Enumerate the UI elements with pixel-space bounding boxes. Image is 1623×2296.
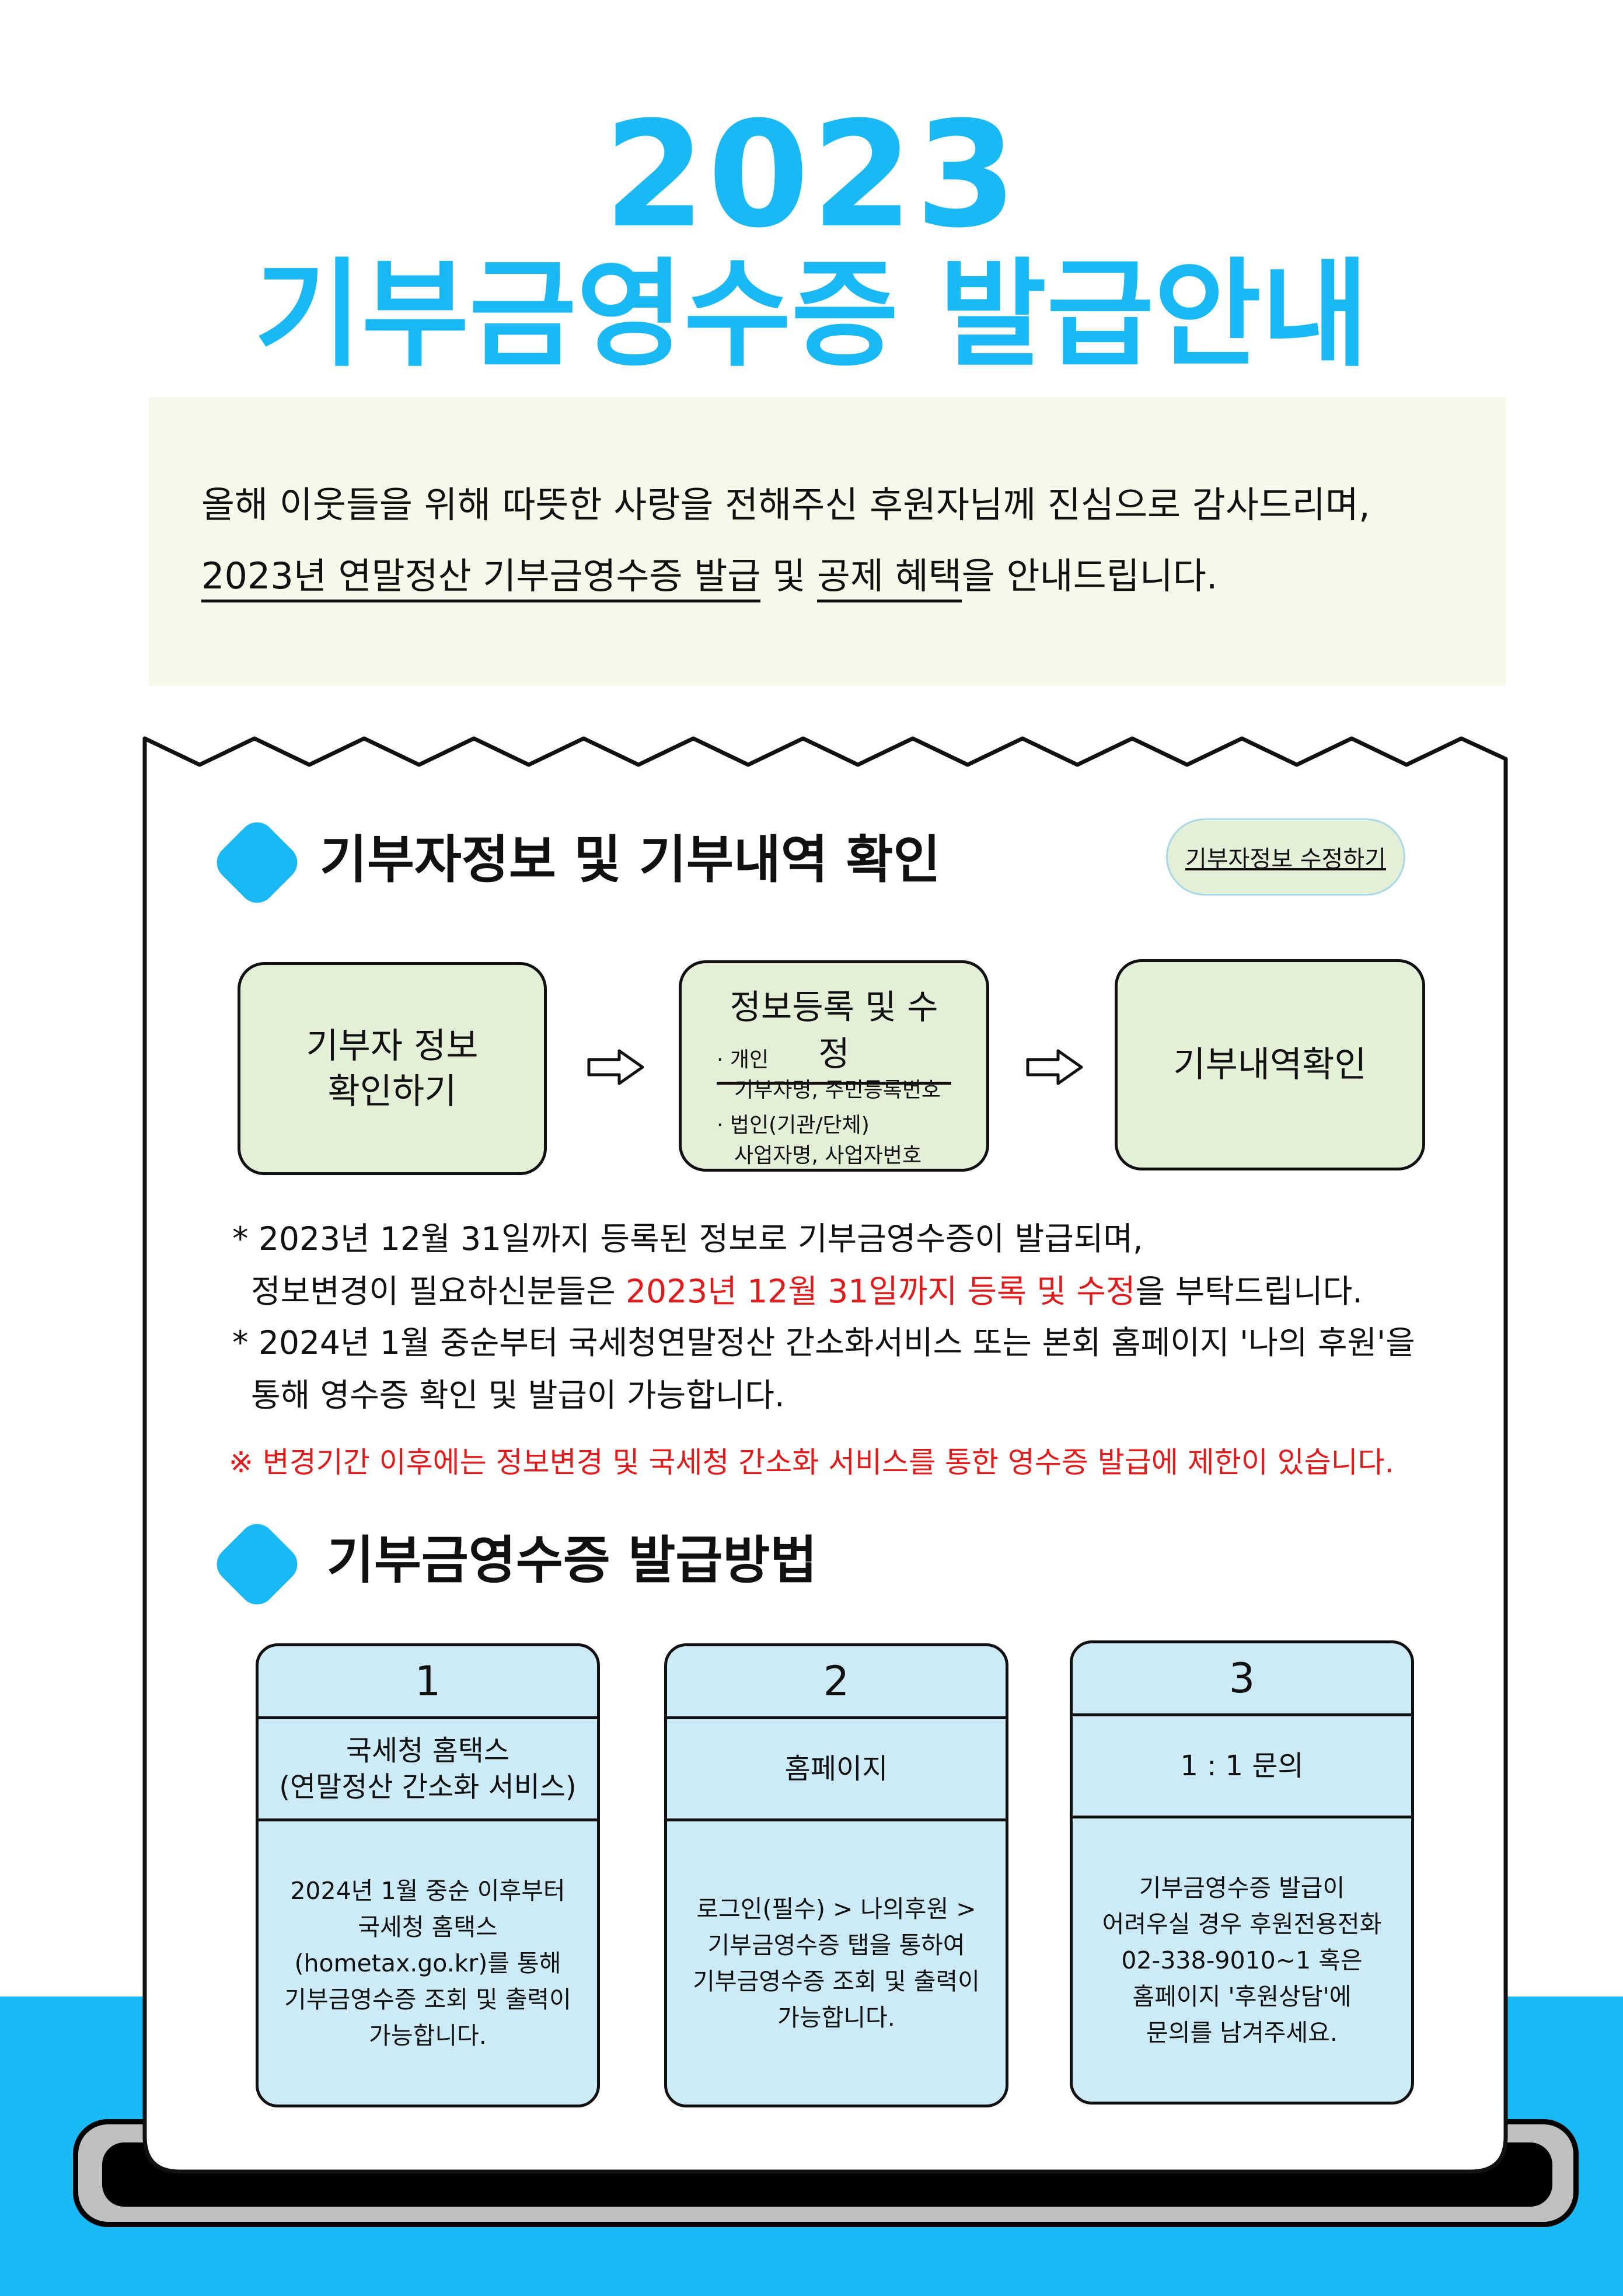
intro-box: 올해 이웃들을 위해 따뜻한 사랑을 전해주신 후원자님께 진심으로 감사드리며… — [149, 397, 1506, 686]
card-body: 로그인(필수) > 나의후원 > 기부금영수증 탭을 통하여 기부금영수증 조회… — [693, 1894, 980, 2032]
step-check-donation-history[interactable]: 기부내역확인 — [1115, 959, 1425, 1170]
title-year: 2023 — [603, 90, 1020, 260]
intro-end: 을 안내드립니다. — [961, 555, 1218, 597]
step1-line2: 확인하기 — [327, 1071, 457, 1112]
card-number: 2 — [667, 1646, 1006, 1719]
intro-line-1: 올해 이웃들을 위해 따뜻한 사랑을 전해주신 후원자님께 진심으로 감사드리며… — [201, 483, 1370, 526]
intro-line-2: 2023년 연말정산 기부금영수증 발급 및 공제 혜택을 안내드립니다. — [201, 550, 1217, 602]
card-body: 2024년 1월 중순 이후부터 국세청 홈택스 (hometax.go.kr)… — [284, 1876, 571, 2050]
note-1b: 정보변경이 필요하신분들은 2023년 12월 31일까지 등록 및 수정을 부… — [251, 1273, 1363, 1310]
card-head: 1 : 1 문의 — [1073, 1716, 1411, 1818]
method-card-homepage: 2 홈페이지 로그인(필수) > 나의후원 > 기부금영수증 탭을 통하여 기부… — [664, 1643, 1008, 2107]
card-head: 국세청 홈택스 (연말정산 간소화 서비스) — [259, 1719, 597, 1821]
edit-donor-info-button[interactable]: 기부자정보 수정하기 — [1166, 818, 1405, 896]
card-body: 기부금영수증 발급이 어려우실 경우 후원전용전화 02-338-9010~1 … — [1102, 1873, 1382, 2047]
intro-conj: 및 — [760, 555, 817, 597]
note-2b: 통해 영수증 확인 및 발급이 가능합니다. — [251, 1377, 785, 1414]
step2-bullet-individual: · 개인 — [717, 1048, 769, 1072]
intro-underline-benefit: 공제 혜택 — [816, 555, 962, 602]
step2-corporate-fields: 사업자명, 사업자번호 — [734, 1144, 922, 1168]
step1-line1: 기부자 정보 — [306, 1025, 479, 1067]
section2-title: 기부금영수증 발급방법 — [327, 1530, 818, 1590]
note-2a: * 2024년 1월 중순부터 국세청연말정산 간소화서비스 또는 본회 홈페이… — [232, 1324, 1415, 1361]
method-card-inquiry: 3 1 : 1 문의 기부금영수증 발급이 어려우실 경우 후원전용전화 02-… — [1070, 1640, 1414, 2105]
page-title: 기부금영수증 발급안내 — [254, 247, 1369, 383]
note-1a: * 2023년 12월 31일까지 등록된 정보로 기부금영수증이 발급되며, — [232, 1220, 1143, 1257]
card-head: 홈페이지 — [667, 1719, 1006, 1821]
card-number: 1 — [259, 1646, 597, 1719]
step2-individual-fields: 기부자명, 주민등록번호 — [734, 1078, 941, 1102]
step2-bullet-corporate: · 법인(기관/단체) — [717, 1113, 870, 1137]
step-register-edit-info[interactable]: 정보등록 및 수정 · 개인 기부자명, 주민등록번호 · 법인(기관/단체) … — [679, 960, 989, 1172]
arrow-right-icon — [587, 1049, 644, 1085]
step-check-donor-info[interactable]: 기부자 정보 확인하기 — [238, 962, 547, 1175]
step3-label: 기부내역확인 — [1173, 1044, 1367, 1085]
section1-title: 기부자정보 및 기부내역 확인 — [320, 830, 941, 890]
warning-note: ※ 변경기간 이후에는 정보변경 및 국세청 간소화 서비스를 통한 영수증 발… — [229, 1445, 1394, 1479]
card-number: 3 — [1073, 1643, 1411, 1716]
arrow-right-icon — [1026, 1049, 1083, 1085]
note-deadline: 2023년 12월 31일까지 등록 및 수정 — [626, 1273, 1136, 1310]
intro-underline-receipt: 2023년 연말정산 기부금영수증 발급 — [201, 555, 761, 602]
step2-title: 정보등록 및 수정 — [717, 984, 951, 1085]
method-card-hometax: 1 국세청 홈택스 (연말정산 간소화 서비스) 2024년 1월 중순 이후부… — [256, 1643, 600, 2107]
